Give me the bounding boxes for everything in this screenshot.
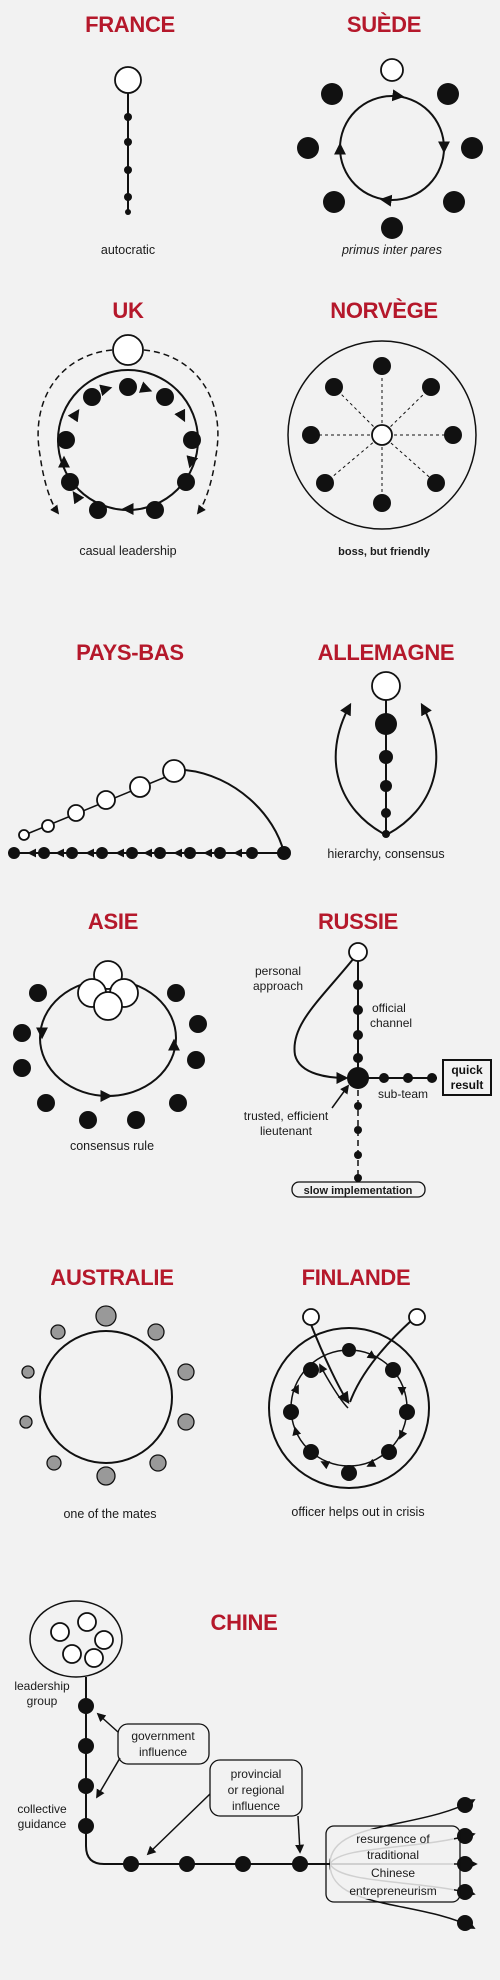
leader-node	[162, 759, 186, 783]
label-sub-team: sub-team	[378, 1087, 428, 1101]
caption-asie: consensus rule	[70, 1139, 154, 1153]
title-pays-bas: PAYS-BAS	[76, 640, 184, 665]
panel-russie: RUSSIE quick result personal approach of…	[244, 909, 492, 1198]
label-entrepreneurism: entrepreneurism	[349, 1884, 436, 1898]
label-official: official	[372, 1001, 406, 1015]
caption-france: autocratic	[101, 243, 155, 257]
title-asie: ASIE	[88, 909, 138, 934]
label-group: group	[27, 1694, 58, 1708]
leader-node	[114, 66, 142, 94]
panel-pays-bas: PAYS-BAS	[8, 640, 291, 860]
label-provincial: provincial	[231, 1767, 282, 1781]
panel-finlande: FINLANDE officer helps out in crisis	[268, 1265, 430, 1519]
leader-node	[408, 1308, 426, 1326]
label-result: result	[451, 1078, 484, 1092]
title-chine: CHINE	[211, 1610, 278, 1635]
title-norvege: NORVÈGE	[330, 298, 438, 323]
title-allemagne: ALLEMAGNE	[318, 640, 455, 665]
title-finlande: FINLANDE	[302, 1265, 411, 1290]
leadership-group-ellipse	[29, 1600, 123, 1678]
label-government: government	[131, 1729, 195, 1743]
title-russie: RUSSIE	[318, 909, 398, 934]
panel-norvege: NORVÈGE boss, but friendly	[287, 298, 477, 558]
leader-node	[348, 942, 368, 962]
panel-uk: UK casual leadership	[37, 298, 219, 558]
label-guidance: guidance	[18, 1817, 67, 1831]
title-australie: AUSTRALIE	[50, 1265, 173, 1290]
label-slow: slow implementation	[304, 1185, 413, 1197]
panel-chine: CHINE leadership group collective guidan…	[14, 1600, 478, 1931]
label-government-influence: influence	[139, 1745, 187, 1759]
slow-implementation-pill	[291, 1181, 426, 1198]
label-personal: personal	[255, 964, 301, 978]
caption-norvege: boss, but friendly	[338, 546, 431, 558]
label-regional: or regional	[228, 1783, 285, 1797]
title-uk: UK	[112, 298, 144, 323]
label-leadership: leadership	[14, 1679, 70, 1693]
title-france: FRANCE	[85, 12, 175, 37]
government-influence-box	[117, 1723, 210, 1765]
panel-allemagne: ALLEMAGNE hierarchy, consensus	[318, 640, 455, 861]
label-provincial-influence: influence	[232, 1799, 280, 1813]
caption-uk: casual leadership	[79, 544, 176, 558]
label-lieutenant: lieutenant	[260, 1124, 313, 1138]
leader-node	[380, 58, 404, 82]
label-chinese: Chinese	[371, 1866, 415, 1880]
caption-finlande: officer helps out in crisis	[291, 1505, 424, 1519]
leader-node	[93, 991, 123, 1021]
panel-france: FRANCE autocratic	[85, 12, 175, 257]
quick-result-box	[442, 1059, 492, 1096]
label-traditional: traditional	[367, 1848, 419, 1862]
leader-node	[371, 424, 393, 446]
panel-suede: SUÈDE primus inter pares	[297, 12, 483, 257]
label-channel: channel	[370, 1016, 412, 1030]
caption-suede: primus inter pares	[341, 243, 442, 257]
caption-australie: one of the mates	[63, 1507, 156, 1521]
panel-asie: ASIE consensus rule	[13, 909, 207, 1153]
title-suede: SUÈDE	[347, 12, 421, 37]
label-trusted: trusted, efficient	[244, 1109, 329, 1123]
label-resurgence: resurgence of	[356, 1832, 430, 1846]
leader-node	[371, 671, 401, 701]
label-quick: quick	[451, 1063, 483, 1077]
leader-node	[112, 334, 144, 366]
label-collective: collective	[17, 1802, 67, 1816]
resurgence-box	[325, 1825, 461, 1903]
panel-australie: AUSTRALIE one of the mates	[19, 1265, 195, 1521]
label-approach: approach	[253, 979, 303, 993]
caption-allemagne: hierarchy, consensus	[327, 847, 444, 861]
provincial-influence-box	[209, 1759, 303, 1817]
